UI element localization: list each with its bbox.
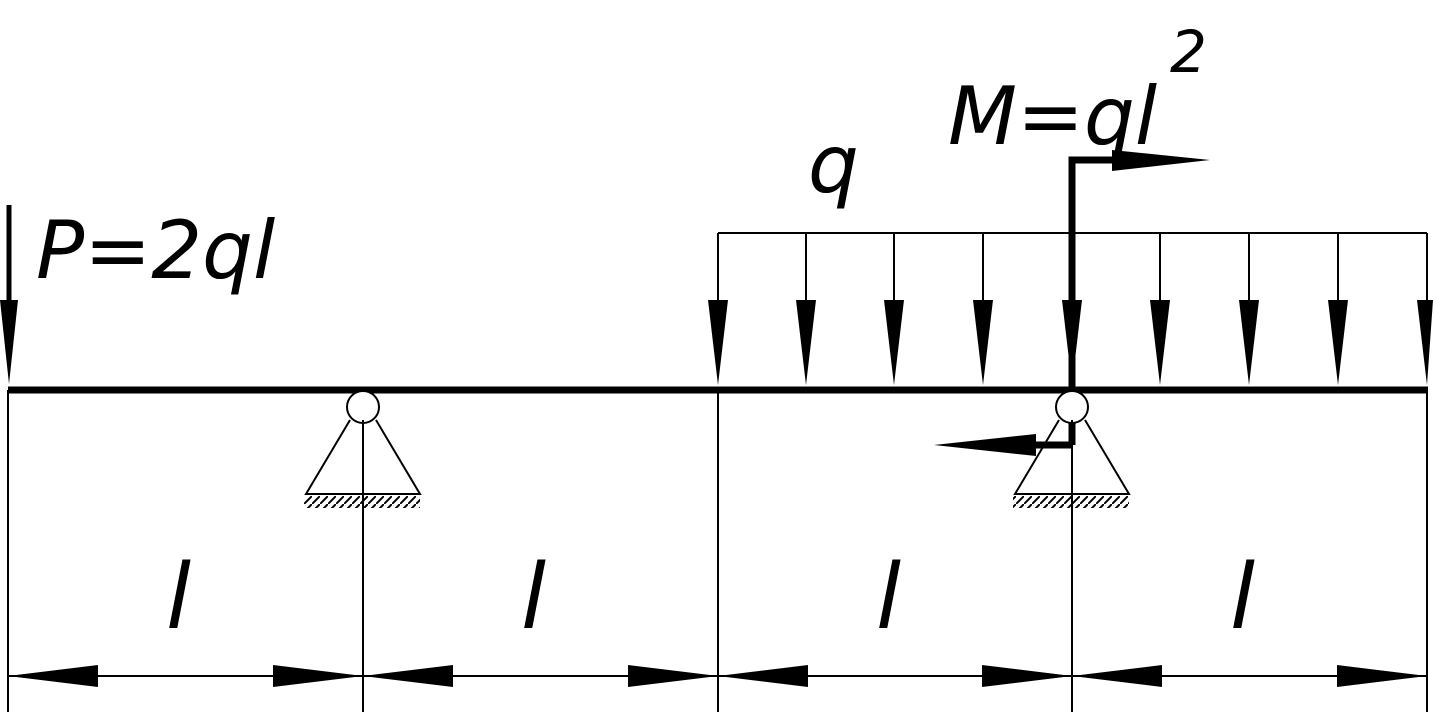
moment-label: M=ql: [948, 70, 1157, 163]
distributed-load-label: q: [808, 118, 859, 211]
span-1-label: l: [166, 545, 191, 650]
point-load-label: P=2ql: [36, 204, 275, 297]
span-4-label: l: [1230, 545, 1255, 650]
span-3-label: l: [876, 545, 901, 650]
moment-label-base: M=ql: [948, 70, 1157, 163]
moment-exponent: 2: [1170, 18, 1207, 86]
span-2-label: l: [521, 545, 546, 650]
dimension-line: [8, 665, 1427, 687]
dimension-extension-lines: [7, 390, 1428, 712]
moment-symbol: [934, 150, 1210, 456]
point-load-arrow: [0, 205, 18, 384]
